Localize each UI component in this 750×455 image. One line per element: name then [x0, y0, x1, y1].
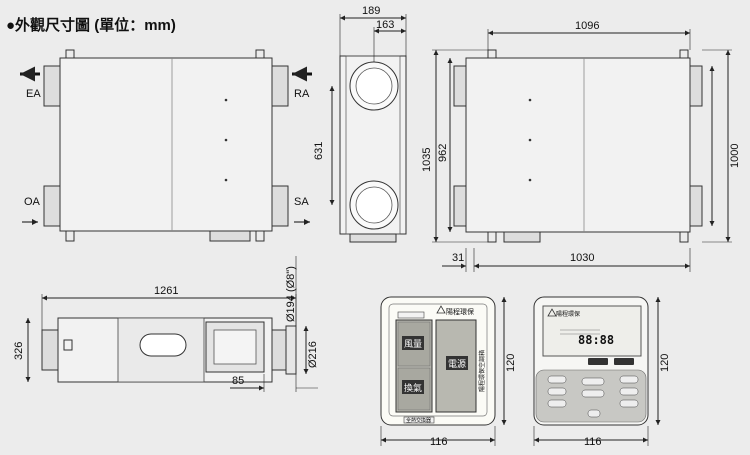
bottom-dim-height: 326	[13, 342, 25, 360]
bottom-dim-duct-outer: Ø194 (Ø8")	[285, 266, 297, 322]
bottom-dim-offset: 85	[232, 375, 244, 387]
controller-1-swap-button: 換氣	[404, 382, 422, 393]
controller-1-dim-width: 116	[430, 436, 448, 448]
page-title: ●外觀尺寸圖 (單位：mm)	[6, 17, 176, 34]
side-dim-inner: 163	[376, 19, 394, 31]
bottom-dim-length: 1261	[154, 285, 178, 297]
label-ea: EA	[26, 88, 41, 100]
controller-1-fan-button: 風量	[404, 339, 422, 349]
controller-2-display: 88:88	[578, 333, 614, 347]
label-oa: OA	[24, 196, 41, 208]
controller-1-dim-height: 120	[505, 354, 517, 372]
controller-1-brand: 陽程環保	[446, 307, 474, 316]
side-dim-spacing: 631	[313, 142, 325, 160]
brand-logo-icon	[547, 308, 557, 317]
label-sa: SA	[294, 196, 309, 208]
side-dim-width: 189	[362, 5, 380, 17]
controller-2-brand: 陽程環保	[556, 310, 580, 318]
right-dim-width: 1096	[575, 20, 599, 32]
front-view: EA RA OA SA	[20, 49, 312, 242]
right-dim-height-body: 962	[437, 144, 449, 162]
controller-2-dim-height: 120	[659, 354, 671, 372]
right-dim-body-width: 1030	[570, 252, 594, 264]
right-dim-height-outer: 1000	[729, 144, 741, 168]
label-ra: RA	[294, 88, 310, 100]
controller-1-side-text: 陽程環保空調箱	[478, 350, 486, 392]
right-dim-height-total: 1035	[421, 148, 433, 172]
controller-1: 陽程環保 風量 換氣 電源 陽程環保空調箱 全熱交換器 116 120	[380, 296, 517, 448]
brand-logo-icon	[436, 305, 446, 314]
bottom-dim-duct-inner: Ø216	[307, 341, 319, 368]
right-view: 1096 1035 962 1000 31 1030	[421, 20, 741, 272]
controller-2: 陽程環保 88:88 116 120	[533, 296, 671, 448]
bottom-view: 1261 326 Ø194 (Ø8") Ø216 85	[13, 256, 319, 392]
right-dim-offset: 31	[452, 252, 464, 264]
controller-2-dim-width: 116	[584, 436, 602, 448]
side-view: 189 163 631	[313, 5, 407, 243]
controller-1-power-button: 電源	[448, 359, 466, 369]
controller-1-bottom-tag: 全熱交換器	[406, 417, 431, 424]
